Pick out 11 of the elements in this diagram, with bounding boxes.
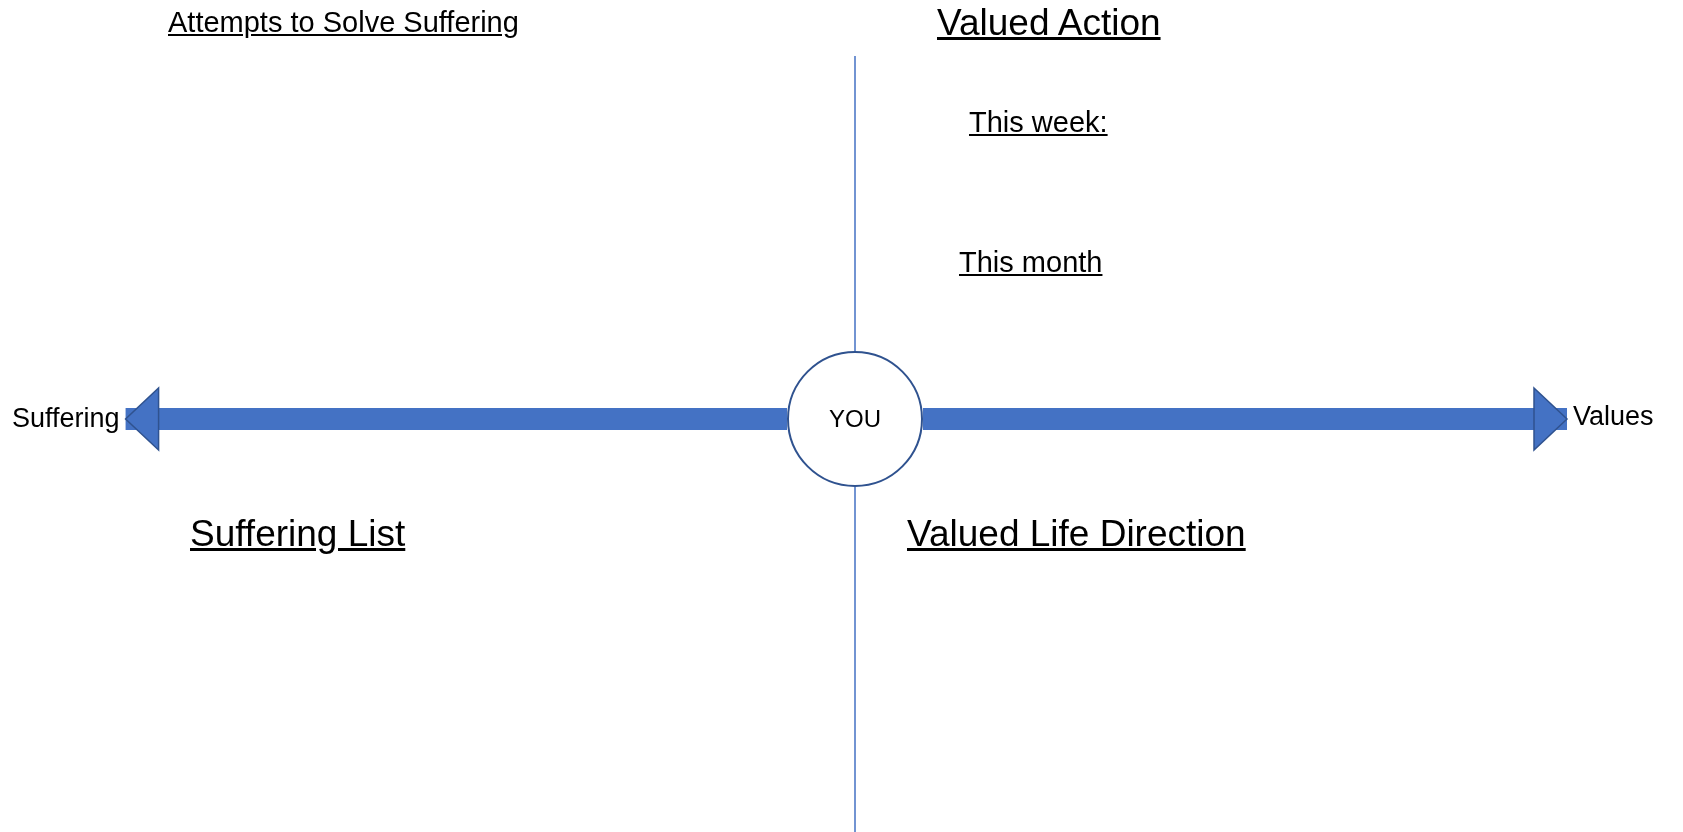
center-circle: YOU (787, 351, 923, 487)
block-arrow (124, 387, 787, 451)
quadrant-heading: Suffering List (190, 513, 406, 556)
quadrant-heading: Valued Action (937, 2, 1161, 45)
prompt-label: This week: (969, 106, 1108, 140)
prompt-label: This month (959, 246, 1103, 280)
axis-end-label: Values (1573, 401, 1654, 433)
quadrant-heading: Valued Life Direction (907, 513, 1246, 556)
block-arrow (923, 387, 1568, 451)
quadrant-heading: Attempts to Solve Suffering (168, 6, 519, 40)
axis-end-label: Suffering (12, 403, 120, 435)
